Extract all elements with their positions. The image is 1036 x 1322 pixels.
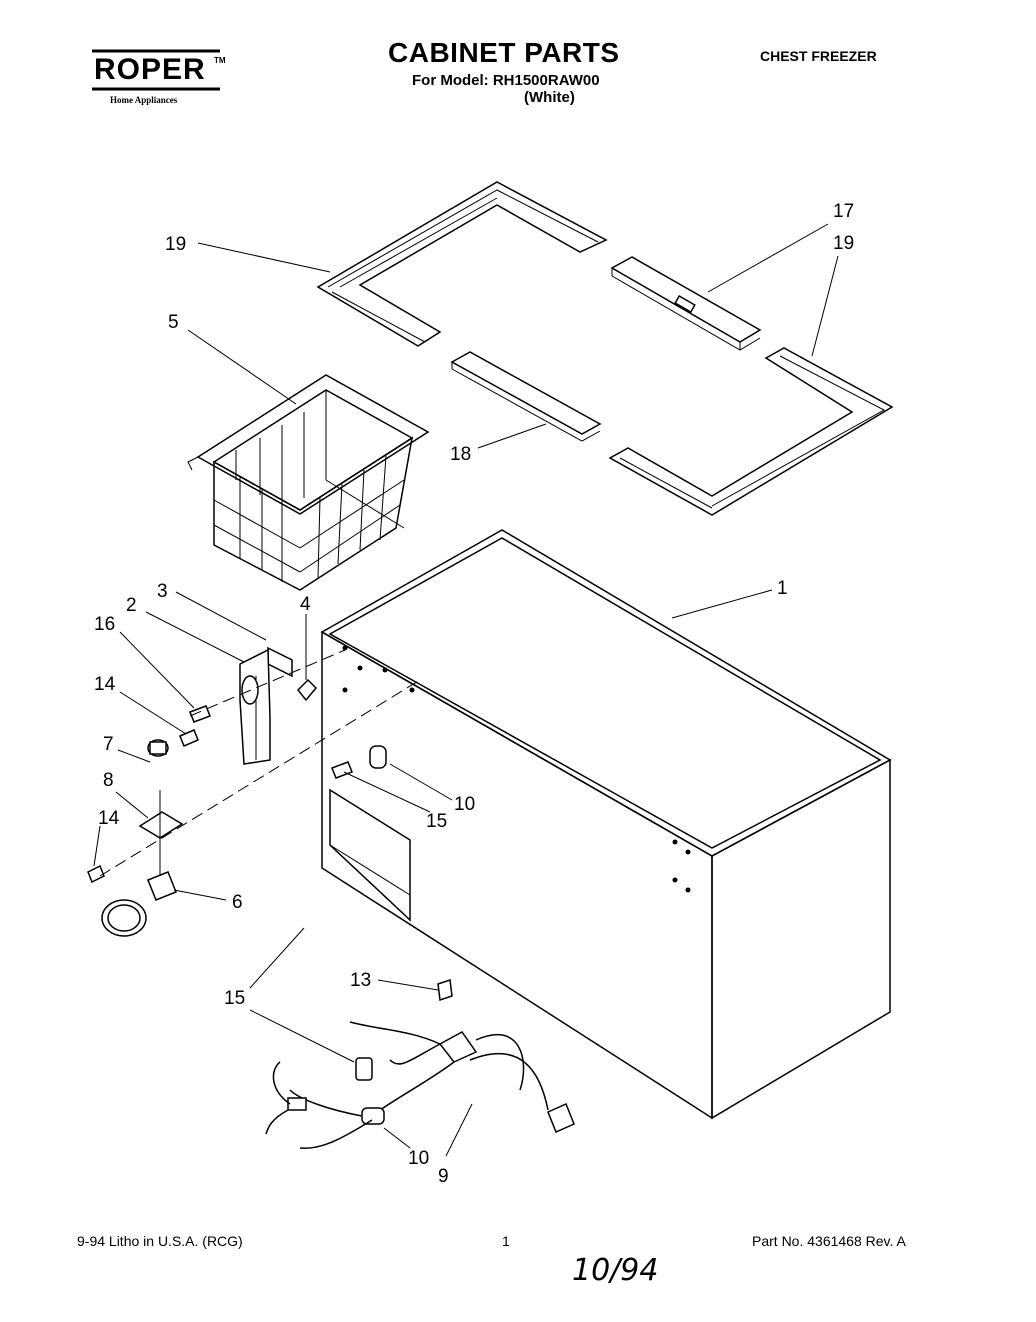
print-info: 9-94 Litho in U.S.A. (RCG) <box>77 1233 243 1249</box>
callout-8: 8 <box>103 770 114 791</box>
leader-lines <box>93 223 839 1157</box>
model-number: For Model: RH1500RAW00 <box>412 72 600 89</box>
callout-2: 2 <box>126 595 137 616</box>
callout-15: 15 <box>224 988 245 1009</box>
part-number: Part No. 4361468 Rev. A <box>752 1233 906 1249</box>
roper-logo <box>92 49 220 91</box>
wiring-harness <box>265 978 575 1149</box>
model-color: (White) <box>524 89 575 106</box>
handwritten-date: 10/94 <box>572 1253 659 1288</box>
callout-19: 19 <box>165 234 186 255</box>
callout-14: 14 <box>94 674 116 695</box>
product-category: CHEST FREEZER <box>760 48 877 64</box>
page-number: 1 <box>502 1233 510 1249</box>
callout-7: 7 <box>103 734 114 755</box>
callout-18: 18 <box>450 444 471 465</box>
callout-19: 19 <box>833 233 854 254</box>
callout-13: 13 <box>350 970 371 991</box>
callout-10: 10 <box>454 794 475 815</box>
callout-4: 4 <box>300 594 311 615</box>
thermostat-assembly <box>87 739 184 937</box>
brand-trademark: TM <box>214 56 226 65</box>
brand-tagline: Home Appliances <box>110 95 178 105</box>
callout-6: 6 <box>232 892 243 913</box>
callout-10: 10 <box>408 1148 429 1169</box>
callout-16: 16 <box>94 614 115 635</box>
gasket-frame-left <box>316 181 608 347</box>
lid-hinge <box>179 646 318 765</box>
cabinet-body <box>320 529 892 1120</box>
wire-basket <box>187 374 430 591</box>
callout-3: 3 <box>157 581 168 602</box>
callout-14: 14 <box>98 808 120 829</box>
brand-name: ROPER <box>94 53 206 86</box>
callout-5: 5 <box>168 312 179 333</box>
callout-15: 15 <box>426 811 447 832</box>
gasket-strip-18 <box>450 351 602 442</box>
callout-9: 9 <box>438 1166 449 1187</box>
clamp-bracket <box>331 745 387 779</box>
gasket-strip-17 <box>610 256 762 351</box>
gasket-frame-right <box>608 347 894 516</box>
callout-17: 17 <box>833 201 854 222</box>
page-title: CABINET PARTS <box>388 37 620 68</box>
callout-1: 1 <box>777 578 788 599</box>
